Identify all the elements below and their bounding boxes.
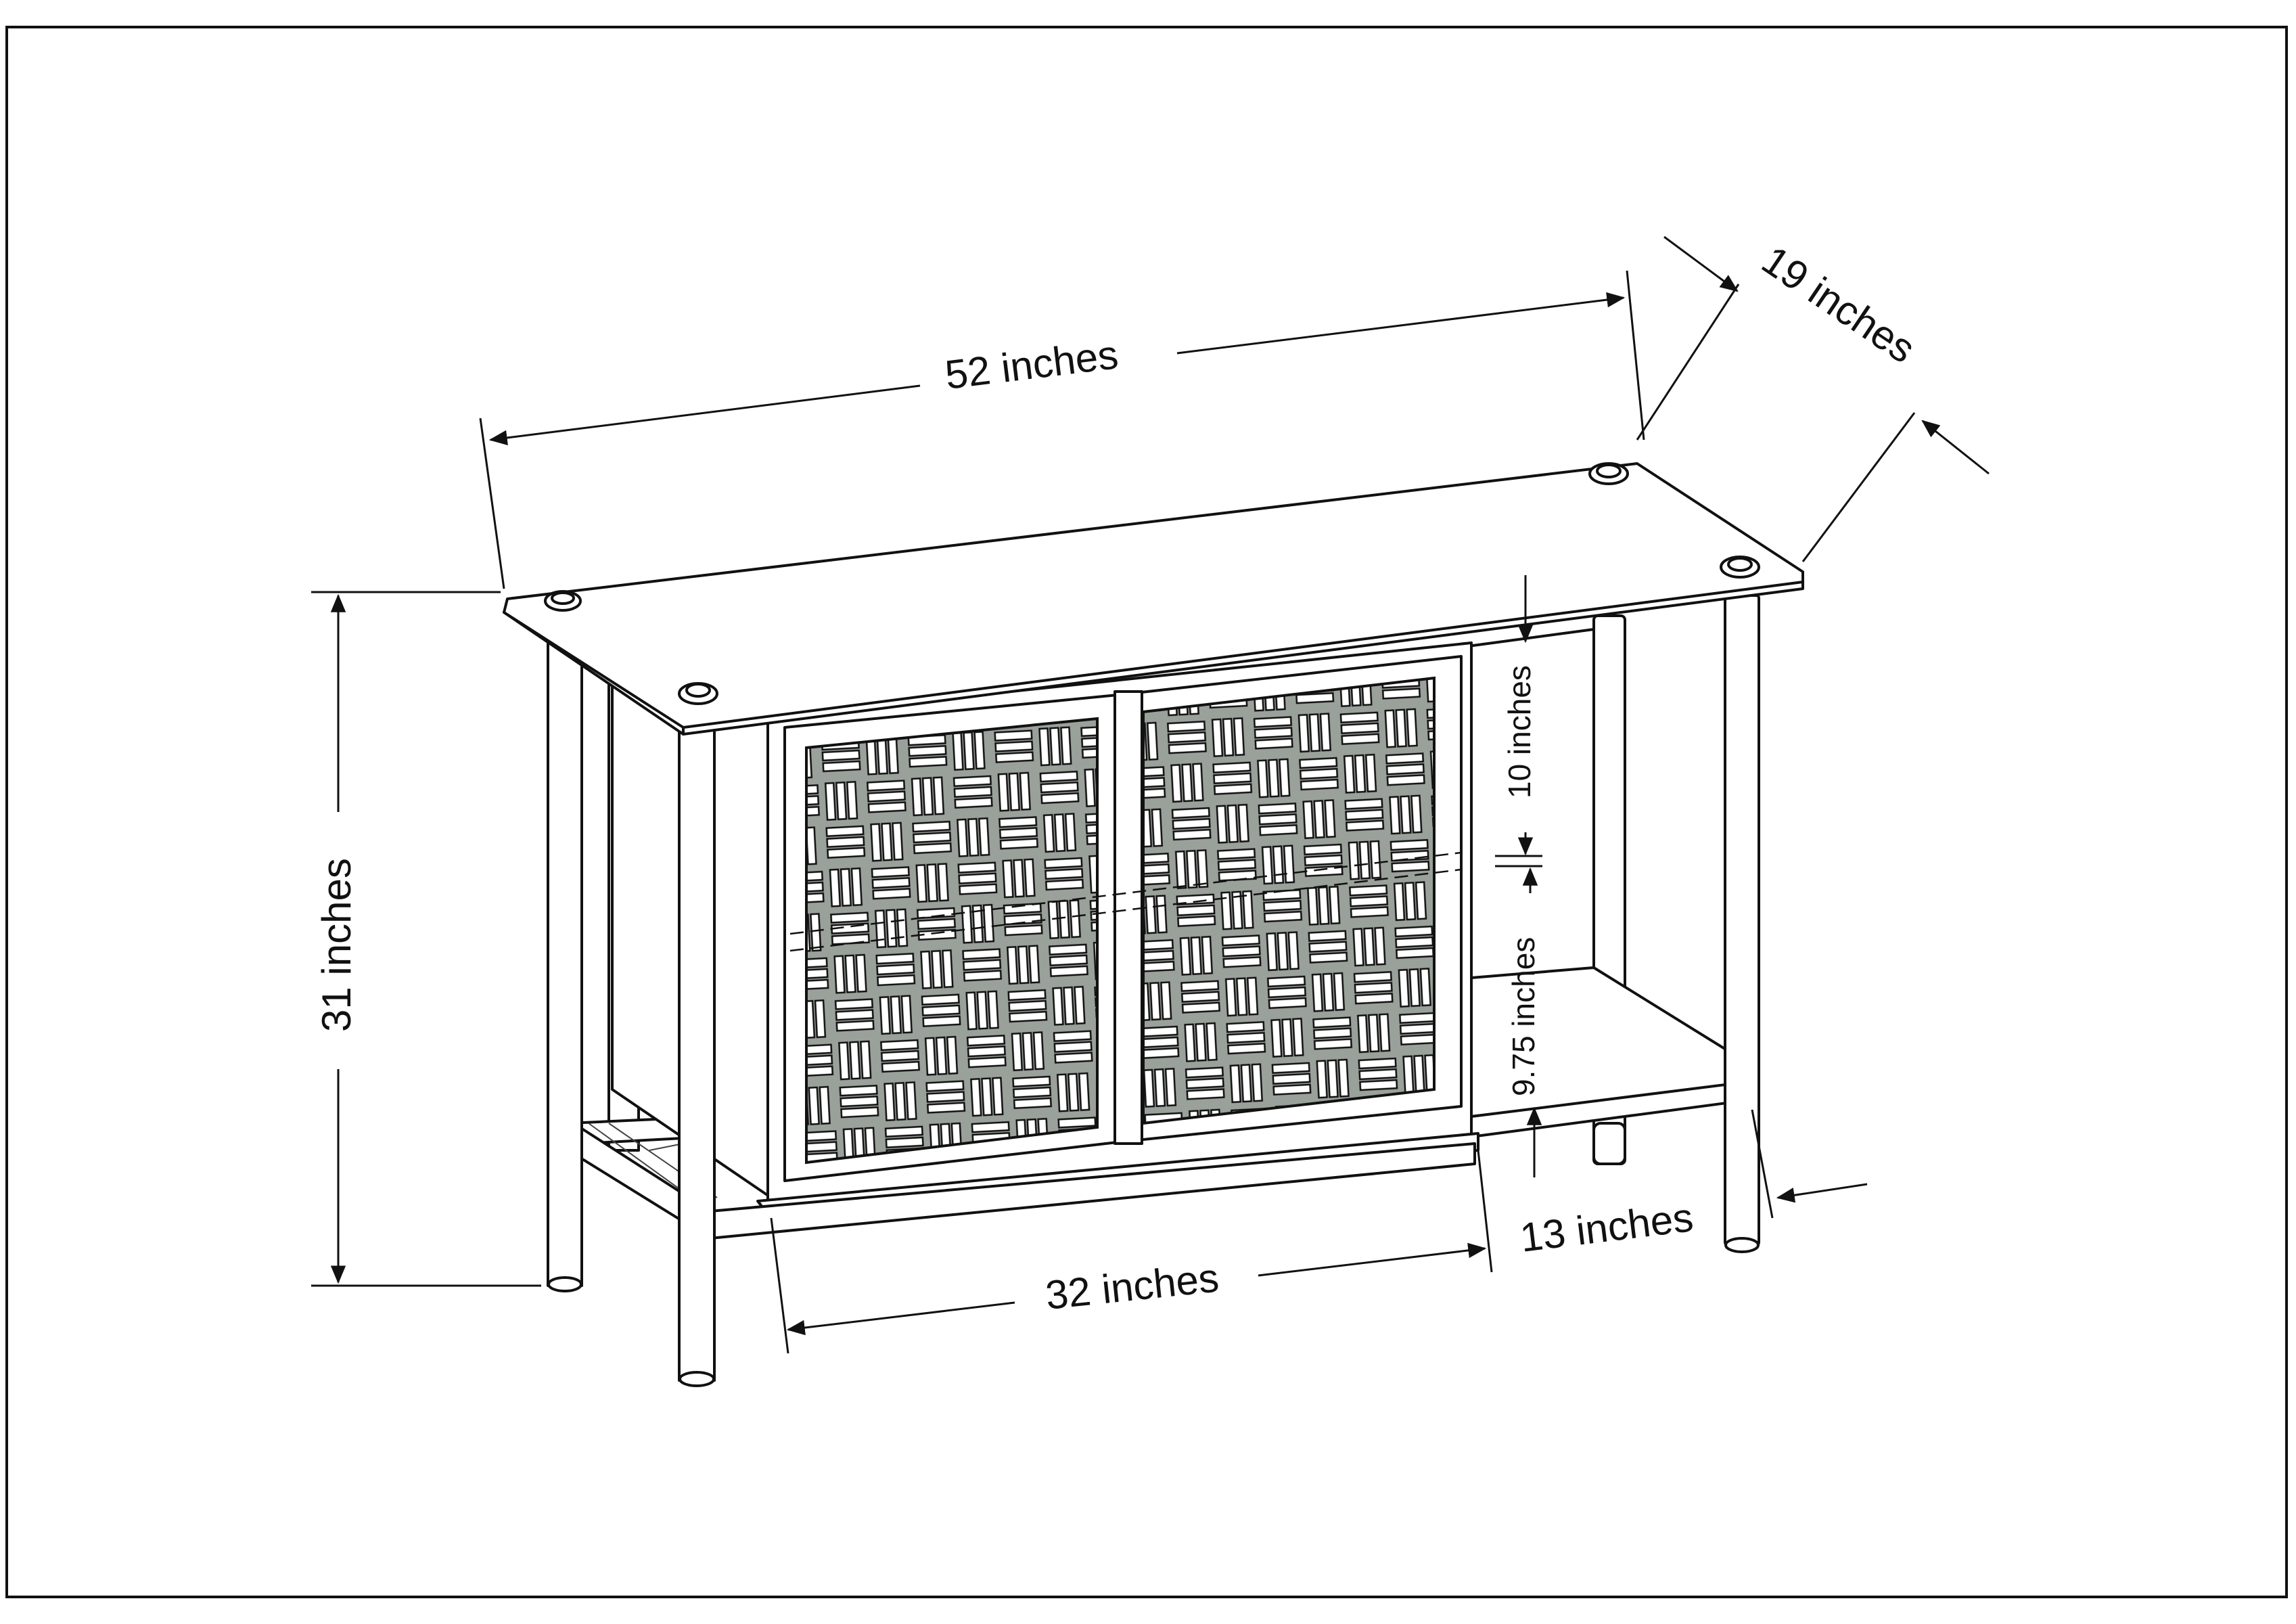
door-width-extension-left <box>770 1217 789 1354</box>
left-door-panel <box>805 717 1099 1165</box>
width-label: 52 inches <box>942 332 1120 398</box>
depth-extension-top <box>1636 284 1740 441</box>
right-door-panel <box>1142 676 1436 1125</box>
front-left-leg <box>547 641 583 1287</box>
door-width-extension-right <box>1477 1150 1493 1273</box>
door-width-label: 32 inches <box>1043 1255 1220 1317</box>
leg-caps <box>544 462 1760 705</box>
front-center-leg <box>678 723 716 1382</box>
tabletop-edge <box>503 581 1804 736</box>
back-right-foot <box>1592 1122 1626 1165</box>
depth-arrow-bottom <box>1921 420 1990 475</box>
width-extension-left <box>479 418 505 589</box>
hidden-shelf-line-1 <box>789 851 1462 935</box>
door-width-line-left <box>786 1301 1015 1336</box>
door-width-line-right <box>1258 1242 1487 1277</box>
stretcher-slats <box>588 1123 718 1212</box>
open-shelf-extension <box>1751 1109 1774 1219</box>
cabinet <box>503 462 1804 1387</box>
open-shelf-arrow <box>1776 1183 1868 1203</box>
front-right-foot <box>1724 1237 1760 1253</box>
drawing-frame <box>5 26 2288 1598</box>
dimension-lines <box>311 235 1990 1354</box>
lower-shelf-label: 9.75 inches <box>1506 937 1541 1096</box>
width-extension-right <box>1626 270 1645 441</box>
height-label: 31 inches <box>314 858 359 1032</box>
open-shelf-label: 13 inches <box>1517 1194 1695 1261</box>
depth-label: 19 inches <box>1754 237 1923 371</box>
hidden-shelf-line-2 <box>789 868 1462 952</box>
front-left-foot <box>547 1276 582 1292</box>
front-right-leg <box>1724 594 1760 1246</box>
depth-arrow-top <box>1663 235 1739 292</box>
front-center-foot <box>679 1371 715 1387</box>
door-divider <box>1113 690 1143 1145</box>
depth-extension-bottom <box>1801 412 1916 562</box>
upper-shelf-ext <box>1495 855 1542 867</box>
width-dimension-line-right <box>1176 292 1626 355</box>
width-dimension-line-left <box>488 384 921 446</box>
upper-shelf-label: 10 inches <box>1502 665 1537 798</box>
